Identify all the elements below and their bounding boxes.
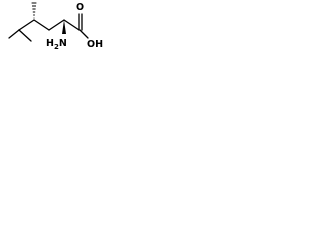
amino-h-label: H <box>46 38 54 49</box>
atom-hydroxyl-label: OH <box>87 39 103 50</box>
wedge-bond-amino <box>62 20 66 34</box>
bond-ch2-to-alpha <box>48 19 65 31</box>
amino-subscript-label: 2 <box>54 43 59 51</box>
bond-alpha-to-carboxyl <box>63 19 80 31</box>
hashed-bond-methyl <box>31 2 37 19</box>
bond-branch-to-stereocenter <box>18 19 35 31</box>
atom-oxygen-label: O <box>76 2 84 13</box>
amino-n-label: N <box>59 38 67 49</box>
molecule-structure: O OH H2N <box>8 2 103 51</box>
bond-hydroxyl <box>79 29 89 39</box>
atom-amino-label: H2N <box>46 38 67 51</box>
bond-methyl-left <box>8 29 20 39</box>
bond-stereocenter-to-ch2 <box>33 19 50 31</box>
bond-methyl-lower <box>18 29 32 42</box>
